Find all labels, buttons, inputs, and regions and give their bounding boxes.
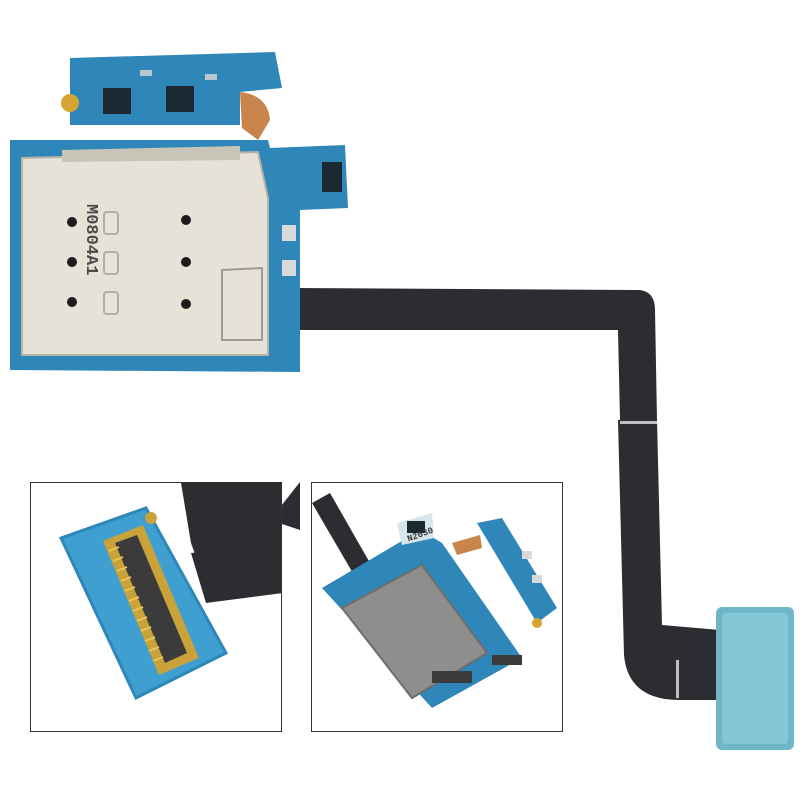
board-backside-inset: N2630 (311, 482, 563, 732)
board-backside (312, 493, 557, 708)
end-connector-pad (716, 607, 794, 750)
sim-contacts (67, 215, 191, 309)
top-sensor-board (61, 52, 282, 140)
sim-tray-marking: M0804A1 (81, 204, 100, 276)
metal-shield (340, 563, 489, 700)
connector-closeup (58, 483, 281, 701)
sim-tray (21, 150, 269, 356)
connector-closeup-inset (30, 482, 282, 732)
main-sim-board (10, 140, 348, 372)
side-flex-board (477, 518, 557, 623)
